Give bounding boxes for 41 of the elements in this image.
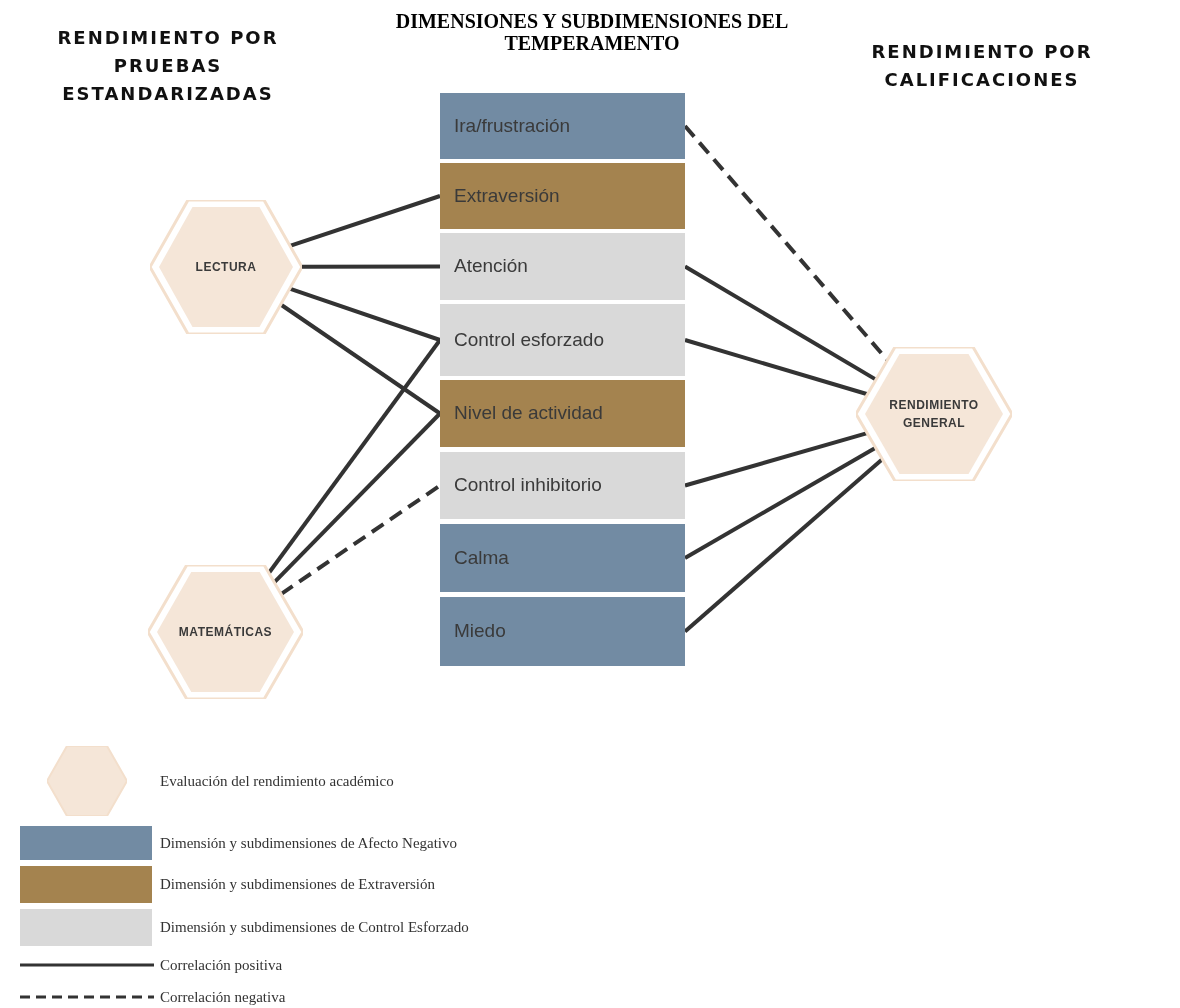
hexagon-label: MATEMÁTICAS (177, 623, 274, 641)
hexagon-label: RENDIMIENTO GENERAL (888, 397, 980, 432)
dimension-label: Nivel de actividad (454, 401, 603, 426)
dimension-label: Miedo (454, 619, 506, 644)
correlation-line (684, 431, 868, 488)
column-heading: RENDIMIENTO POR CALIFICACIONES (870, 40, 1094, 92)
correlation-line (272, 412, 442, 584)
dimension-box (440, 304, 685, 376)
legend-text: Correlación positiva (160, 955, 283, 975)
correlation-line (279, 483, 442, 596)
assessment-hexagon (148, 565, 303, 699)
dimension-box (440, 93, 685, 159)
assessment-hexagon (150, 200, 302, 334)
assessment-hexagon (856, 347, 1012, 481)
dimension-label: Atención (454, 254, 528, 279)
dimension-label: Ira/frustración (454, 113, 571, 138)
correlation-line (289, 286, 441, 342)
correlation-line (684, 446, 877, 560)
dimension-label: Control esforzado (454, 327, 604, 352)
dimension-label: Control inhibitorio (454, 473, 602, 498)
dimension-box (440, 380, 685, 447)
legend-text: Dimensión y subdimensiones de Afecto Negativo (160, 833, 458, 853)
correlation-line (301, 264, 440, 269)
dimension-box (440, 452, 685, 519)
dimension-box (440, 233, 685, 300)
dimension-label: Extraversión (454, 183, 560, 208)
legend-text: Evaluación del rendimiento académico (160, 771, 394, 791)
correlation-line (289, 194, 441, 248)
dimension-box (440, 524, 685, 592)
dimension-box (440, 597, 685, 666)
legend-text: Dimensión y subdimensiones de Extraversión (160, 875, 435, 895)
correlation-line (279, 302, 442, 416)
dimension-box (440, 163, 685, 229)
correlation-line (267, 338, 442, 575)
dimension-label: Calma (454, 545, 509, 570)
legend-text: Correlación negativa (160, 987, 286, 1007)
legend-text: Dimensión y subdimensiones de Control Esforzado (160, 918, 469, 938)
column-heading: RENDIMIENTO POR PRUEBAS ESTANDARIZADAS (56, 26, 280, 106)
diagram-title: DIMENSIONES Y SUBDIMENSIONES DEL TEMPERAMENTO (394, 10, 790, 54)
hexagon-label: LECTURA (194, 259, 258, 276)
correlation-line (684, 338, 869, 397)
